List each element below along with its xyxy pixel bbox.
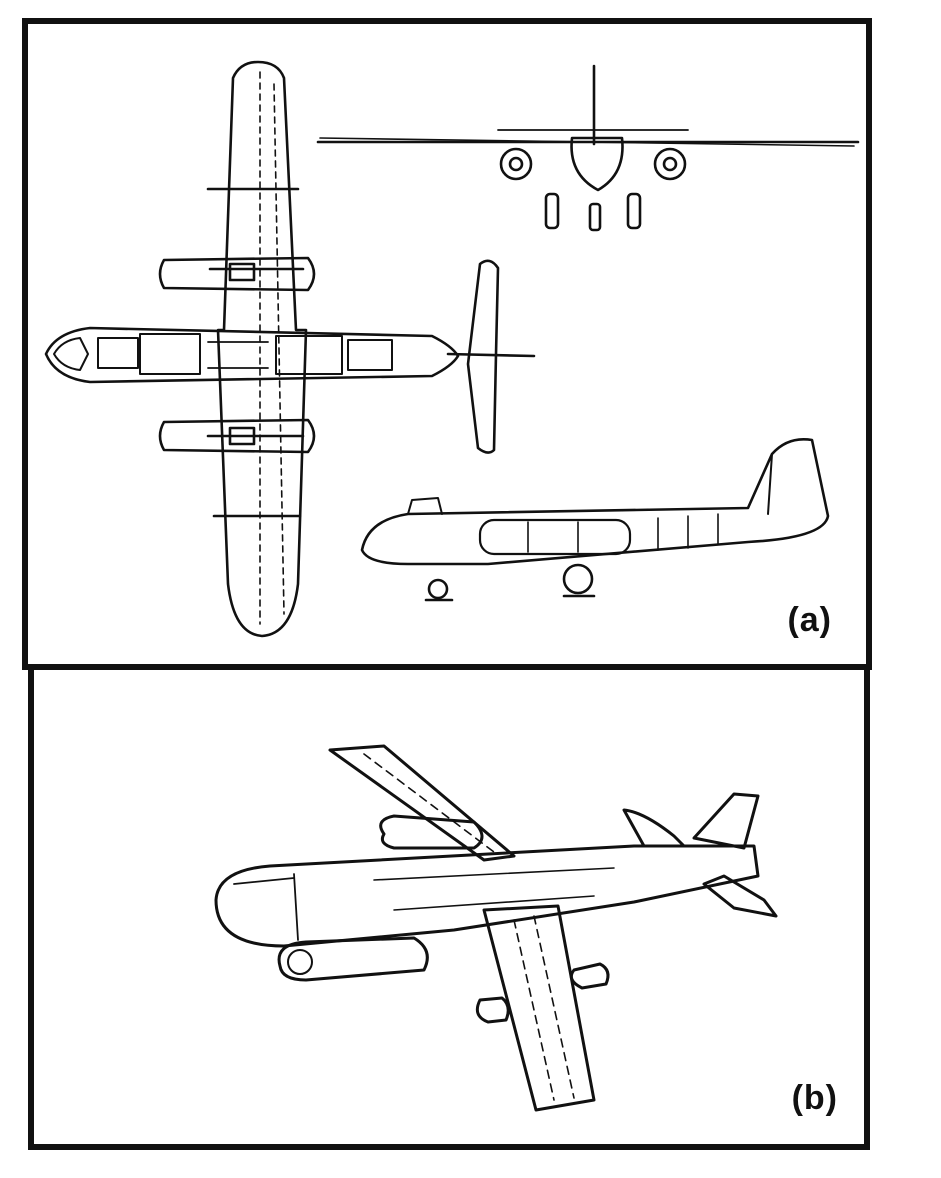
panel-b: (b) xyxy=(28,664,870,1150)
side-view xyxy=(360,438,830,602)
panel-a: (a) xyxy=(22,18,872,670)
panel-label-b: (b) xyxy=(791,1079,838,1117)
perspective-view xyxy=(214,744,778,1112)
front-view xyxy=(316,64,860,232)
perspective-drawing xyxy=(214,744,778,1112)
top-view xyxy=(44,60,536,638)
three-view-drawing xyxy=(44,60,860,638)
panel-label-a: (a) xyxy=(787,601,832,639)
